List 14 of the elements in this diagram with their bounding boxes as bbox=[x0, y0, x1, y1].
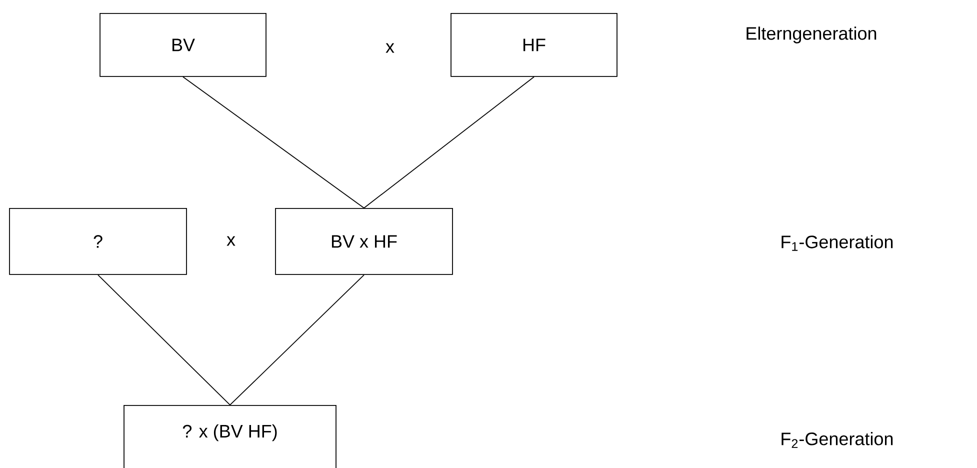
text-label: F$_{2}$-Generation bbox=[782, 432, 893, 448]
pedigree-box: ? x (BV HF) bbox=[124, 405, 336, 468]
connector-line bbox=[230, 274, 364, 406]
connector-line bbox=[98, 274, 230, 406]
pedigree-box: ? bbox=[9, 208, 187, 275]
text-label: x bbox=[386, 43, 394, 53]
pedigree-box: HF bbox=[450, 13, 618, 77]
text-label: F$_{1}$-Generation bbox=[782, 235, 893, 251]
connector-line bbox=[182, 76, 364, 208]
connector-line bbox=[364, 76, 534, 208]
text-label: Elterngeneration bbox=[746, 26, 876, 44]
text-label: x bbox=[226, 236, 236, 246]
pedigree-box: BV x HF bbox=[275, 208, 453, 275]
pedigree-box: BV bbox=[100, 13, 266, 77]
